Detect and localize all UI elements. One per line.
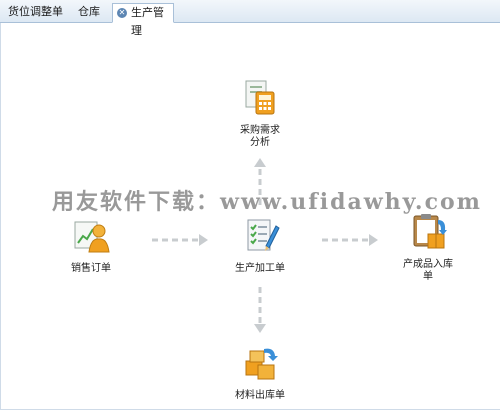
node-material-out[interactable]: 材料出库单 — [224, 343, 296, 402]
watermark-text: 用友软件下载：www.ufidawhy.com — [52, 189, 482, 215]
boxes-out-icon — [245, 348, 278, 380]
close-icon[interactable]: ✕ — [117, 8, 127, 18]
node-label: 销售订单 — [71, 263, 111, 274]
arrow-head-right-2 — [369, 234, 378, 246]
arrow-head-up — [254, 158, 266, 167]
node-label: 产成品入库单 — [403, 259, 453, 282]
checklist-pencil-icon — [247, 219, 280, 251]
tab-label: 生产管理 — [131, 6, 164, 37]
arrow-head-down — [254, 324, 266, 333]
tab-production-management[interactable]: ✕ 生产管理 — [112, 3, 174, 37]
node-label: 采购需求分析 — [240, 125, 280, 148]
tab-bar: 货位调整单 仓库 ✕ 生产管理 — [0, 0, 500, 37]
node-label: 材料出库单 — [235, 390, 285, 401]
clipboard-boxes-icon — [413, 214, 447, 249]
node-label: 生产加工单 — [235, 263, 285, 274]
person-chart-icon — [74, 221, 110, 253]
node-production-order[interactable]: 生产加工单 — [224, 216, 296, 275]
arrow-head-right-1 — [199, 234, 208, 246]
tab-location-adjustment[interactable]: 货位调整单 — [2, 3, 70, 21]
calculator-clipboard-icon — [245, 80, 275, 115]
tab-warehouse[interactable]: 仓库 — [72, 3, 110, 21]
node-sales-order[interactable]: 销售订单 — [55, 216, 127, 275]
tab-label: 仓库 — [78, 5, 100, 18]
node-finished-goods-in[interactable]: 产成品入库单 — [392, 212, 464, 283]
tab-label: 货位调整单 — [8, 5, 63, 18]
node-purchase-demand[interactable]: 采购需求分析 — [224, 78, 296, 149]
